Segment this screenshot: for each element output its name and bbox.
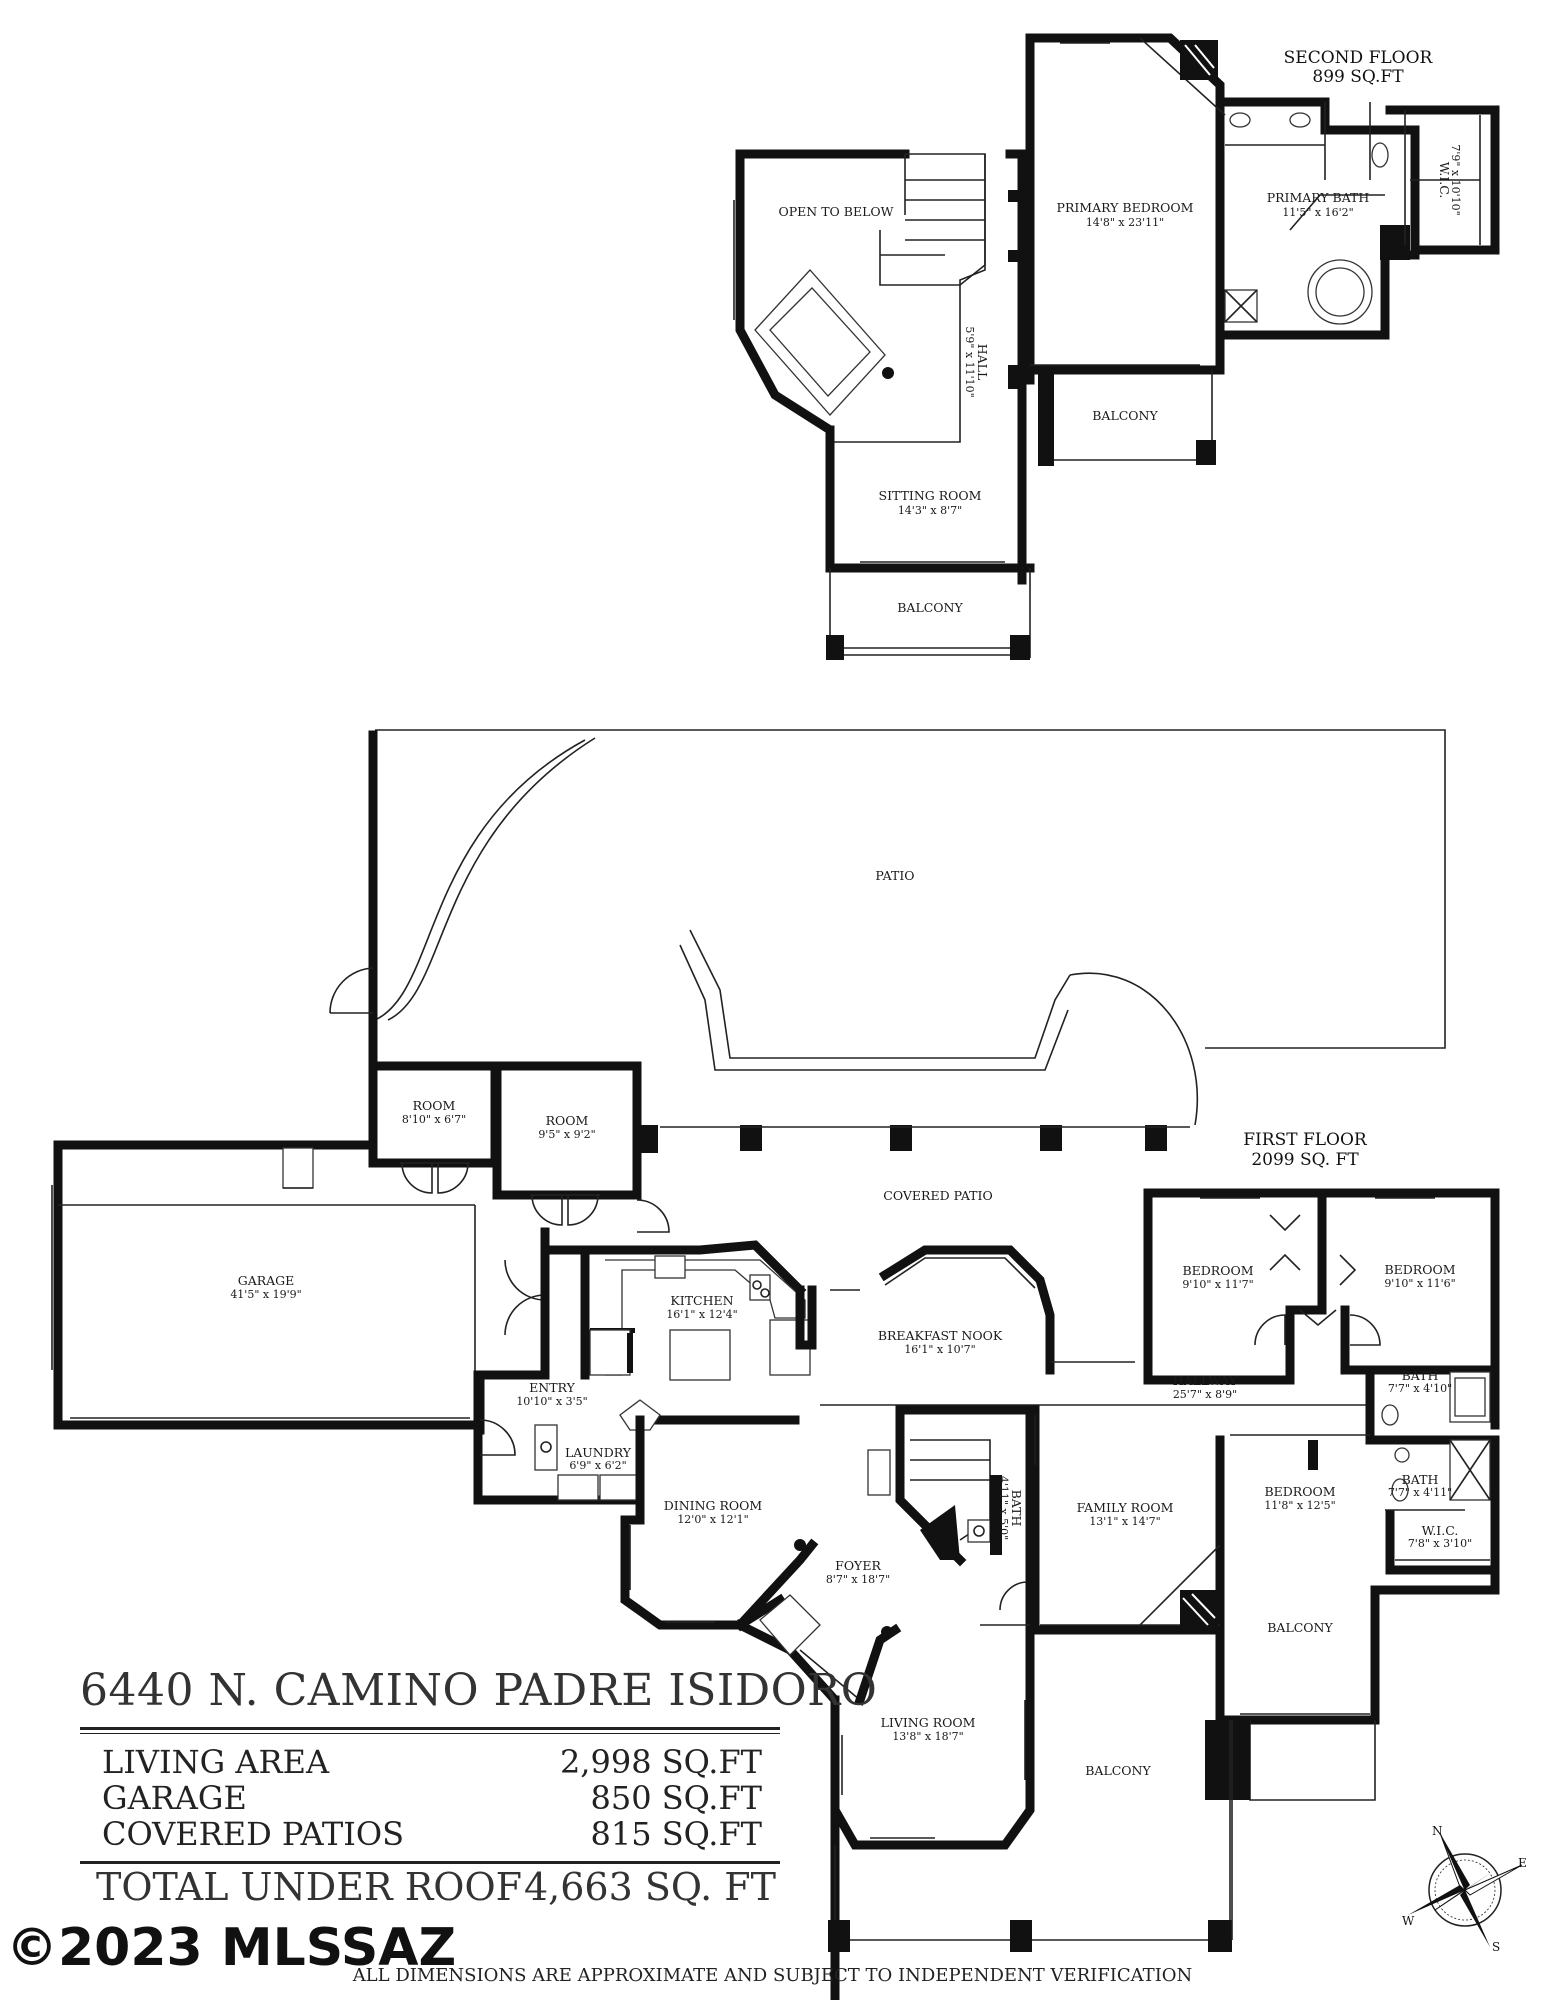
compass-n: N — [1432, 1825, 1443, 1838]
area-row-garage: GARAGE 850 SQ.FT — [102, 1779, 762, 1817]
room-bath-2: BATH — [1009, 1490, 1024, 1527]
room-kitchen-dims: 16'1" x 12'4" — [666, 1308, 737, 1321]
room-breakfast-nook-dims: 16'1" x 10'7" — [904, 1343, 975, 1356]
room-kitchen: KITCHEN — [670, 1293, 733, 1308]
room-hall: HALL — [975, 344, 990, 381]
room-bath-3-dims: 7'7" x 4'11" — [1388, 1486, 1452, 1499]
room-a: ROOM — [413, 1098, 456, 1113]
compass-w: W — [1402, 1914, 1415, 1928]
room-hallway: HALLWAY — [1173, 1373, 1238, 1388]
area-row-living: LIVING AREA 2,998 SQ.FT — [102, 1743, 762, 1781]
compass-rose-icon: N E S W — [1402, 1825, 1527, 1954]
area-row-covered-patios: COVERED PATIOS 815 SQ.FT — [102, 1815, 762, 1853]
room-family-room: FAMILY ROOM — [1077, 1500, 1174, 1515]
first-floor-plan — [51, 729, 1500, 2000]
room-wic-upper-dims: 7'9" x 10'10" — [1449, 144, 1462, 215]
room-breakfast-nook: BREAKFAST NOOK — [878, 1328, 1003, 1343]
room-covered-patio: COVERED PATIO — [883, 1188, 992, 1203]
copyright-watermark: ©2023 MLSSAZ — [6, 1918, 457, 1978]
area-row-label: GARAGE — [102, 1779, 247, 1817]
disclaimer-text: ALL DIMENSIONS ARE APPROXIMATE AND SUBJE… — [352, 1965, 1193, 1986]
room-sitting-room: SITTING ROOM — [879, 488, 982, 503]
second-floor-area: 899 SQ.FT — [1312, 67, 1404, 87]
area-row-label: LIVING AREA — [102, 1743, 330, 1781]
room-balcony-south: BALCONY — [1085, 1763, 1151, 1778]
property-address: 6440 N. CAMINO PADRE ISIDORO — [80, 1665, 878, 1716]
room-living-room-dims: 13'8" x 18'7" — [892, 1730, 963, 1743]
room-bath-3: BATH — [1402, 1472, 1439, 1487]
area-row-value: 815 SQ.FT — [590, 1815, 762, 1853]
area-total-row: TOTAL UNDER ROOF 4,663 SQ. FT — [96, 1865, 776, 1911]
compass-e: E — [1518, 1856, 1527, 1870]
room-bedroom-1: BEDROOM — [1182, 1263, 1253, 1278]
area-total-label: TOTAL UNDER ROOF — [96, 1865, 522, 1909]
room-garage-dims: 41'5" x 19'9" — [230, 1288, 301, 1301]
room-foyer-dims: 8'7" x 18'7" — [826, 1573, 890, 1586]
summary-rule-bottom — [80, 1861, 780, 1864]
room-wic-upper: W.I.C. — [1437, 162, 1452, 199]
room-b: ROOM — [546, 1113, 589, 1128]
room-upper-balcony-east: BALCONY — [1092, 408, 1158, 423]
room-entry: ENTRY — [529, 1380, 575, 1395]
room-wic-lower-dims: 7'8" x 3'10" — [1408, 1537, 1472, 1550]
first-floor-title: FIRST FLOOR — [1243, 1130, 1368, 1150]
area-row-value: 850 SQ.FT — [590, 1779, 762, 1817]
area-row-value: 2,998 SQ.FT — [559, 1743, 762, 1781]
room-bedroom-2-dims: 9'10" x 11'6" — [1384, 1277, 1455, 1290]
room-garage: GARAGE — [238, 1273, 295, 1288]
room-bath-1: BATH — [1402, 1368, 1439, 1383]
room-foyer: FOYER — [835, 1558, 881, 1573]
room-bedroom-1-dims: 9'10" x 11'7" — [1182, 1278, 1253, 1291]
room-primary-bedroom-dims: 14'8" x 23'11" — [1086, 216, 1164, 229]
room-laundry: LAUNDRY — [565, 1445, 632, 1460]
second-floor-title: SECOND FLOOR — [1284, 48, 1434, 68]
room-primary-bedroom: PRIMARY BEDROOM — [1057, 200, 1194, 215]
room-open-to-below: OPEN TO BELOW — [779, 204, 894, 219]
room-b-dims: 9'5" x 9'2" — [538, 1128, 595, 1141]
room-primary-bath: PRIMARY BATH — [1267, 190, 1370, 205]
room-laundry-dims: 6'9" x 6'2" — [569, 1459, 626, 1472]
compass-s: S — [1492, 1940, 1500, 1954]
room-hallway-dims: 25'7" x 8'9" — [1173, 1388, 1237, 1401]
room-bedroom-3: BEDROOM — [1264, 1484, 1335, 1499]
room-sitting-room-dims: 14'3" x 8'7" — [898, 504, 962, 517]
summary-rule-top — [80, 1727, 780, 1730]
room-entry-dims: 10'10" x 3'5" — [516, 1395, 587, 1408]
room-patio: PATIO — [875, 868, 914, 883]
summary-rule-top-thin — [80, 1733, 780, 1734]
room-upper-balcony-south: BALCONY — [897, 600, 963, 615]
area-total-value: 4,663 SQ. FT — [523, 1865, 776, 1909]
room-bath-1-dims: 7'7" x 4'10" — [1388, 1382, 1452, 1395]
area-row-label: COVERED PATIOS — [102, 1815, 404, 1853]
area-summary: 6440 N. CAMINO PADRE ISIDORO LIVING AREA… — [80, 1665, 878, 1909]
first-floor-area: 2099 SQ. FT — [1251, 1150, 1359, 1170]
room-bedroom-2: BEDROOM — [1384, 1262, 1455, 1277]
room-hall-dims: 5'9" x 11'10" — [963, 326, 976, 397]
room-family-room-dims: 13'1" x 14'7" — [1089, 1515, 1160, 1528]
room-wic-lower: W.I.C. — [1422, 1523, 1459, 1538]
room-living-room: LIVING ROOM — [881, 1715, 976, 1730]
room-balcony-east: BALCONY — [1267, 1620, 1333, 1635]
room-primary-bath-dims: 11'5" x 16'2" — [1282, 206, 1353, 219]
second-floor-plan — [733, 33, 1500, 660]
room-dining-room: DINING ROOM — [664, 1498, 763, 1513]
room-a-dims: 8'10" x 6'7" — [402, 1113, 466, 1126]
room-bedroom-3-dims: 11'8" x 12'5" — [1264, 1499, 1335, 1512]
room-bath-2-dims: 4'11" x 5'0" — [997, 1476, 1010, 1540]
room-dining-room-dims: 12'0" x 12'1" — [677, 1513, 748, 1526]
